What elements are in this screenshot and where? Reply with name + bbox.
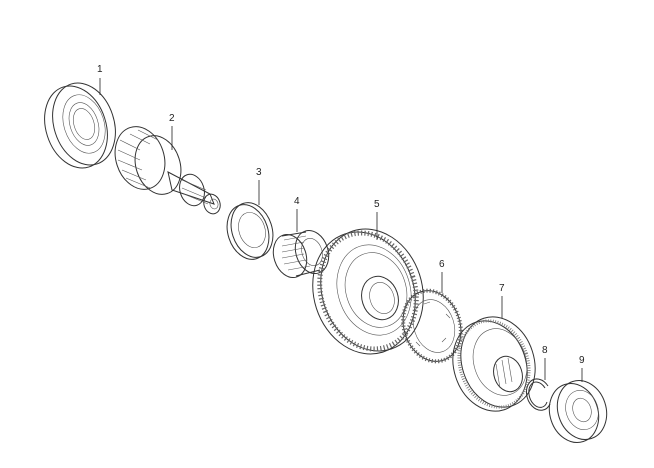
part-8-snap-ring <box>525 378 551 411</box>
callout-7: 7 <box>499 283 505 294</box>
callout-2: 2 <box>169 113 175 124</box>
callout-1: 1 <box>97 64 103 75</box>
part-6-synchronizer-ring <box>401 288 463 364</box>
callout-4: 4 <box>294 196 300 207</box>
callout-3: 3 <box>256 167 262 178</box>
part-3-thrust-washer <box>226 202 274 260</box>
callout-9: 9 <box>579 355 585 366</box>
part-1-bearing <box>44 82 116 169</box>
callout-6: 6 <box>439 259 445 270</box>
callout-8: 8 <box>542 345 548 356</box>
part-5-helical-gear <box>312 228 424 355</box>
part-9-bearing <box>548 380 608 443</box>
callout-5: 5 <box>374 199 380 210</box>
leader-lines <box>99 78 583 382</box>
part-4-needle-bearing <box>272 230 330 278</box>
part-2-pinion-shaft <box>114 126 221 215</box>
part-7-synchronizer-hub <box>452 316 536 412</box>
